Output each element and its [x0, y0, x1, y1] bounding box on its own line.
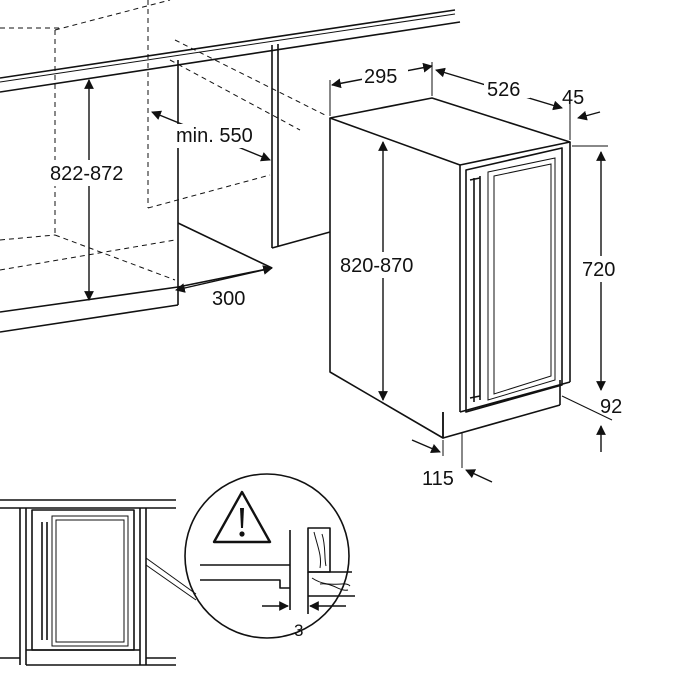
- niche-bottom-dimension: 300: [175, 265, 273, 310]
- door-offset-dimension: 45: [562, 87, 601, 121]
- depth-top-label: 295: [364, 66, 397, 88]
- front-view: [0, 499, 176, 666]
- warning-triangle-icon: [212, 490, 272, 544]
- plinth-depth-label: 115: [422, 468, 454, 490]
- detail-callout: 3: [145, 473, 355, 640]
- depth-dimension: 526: [435, 67, 571, 140]
- niche-height-dimension: 822-872: [48, 79, 144, 301]
- plinth-height-dimension: 92: [561, 395, 622, 452]
- depth-label: 526: [487, 79, 520, 101]
- depth-top-dimension: 295: [329, 62, 433, 116]
- appliance: [329, 97, 571, 439]
- gap-label: 3: [294, 621, 303, 640]
- niche-height-label: 822-872: [50, 163, 123, 185]
- cabinet-niche: [0, 0, 461, 333]
- plinth-depth-dimension: 115: [411, 432, 493, 490]
- niche-depth-dimension: min. 550: [151, 110, 271, 162]
- door-offset-label: 45: [562, 87, 584, 109]
- appliance-height-label: 820-870: [340, 255, 413, 277]
- appliance-height-dimension: 820-870: [338, 141, 434, 401]
- niche-bottom-label: 300: [212, 288, 245, 310]
- niche-depth-label: min. 550: [176, 125, 253, 147]
- plinth-height-label: 92: [600, 396, 622, 418]
- door-height-dimension: 720: [572, 145, 626, 391]
- door-height-label: 720: [582, 259, 615, 281]
